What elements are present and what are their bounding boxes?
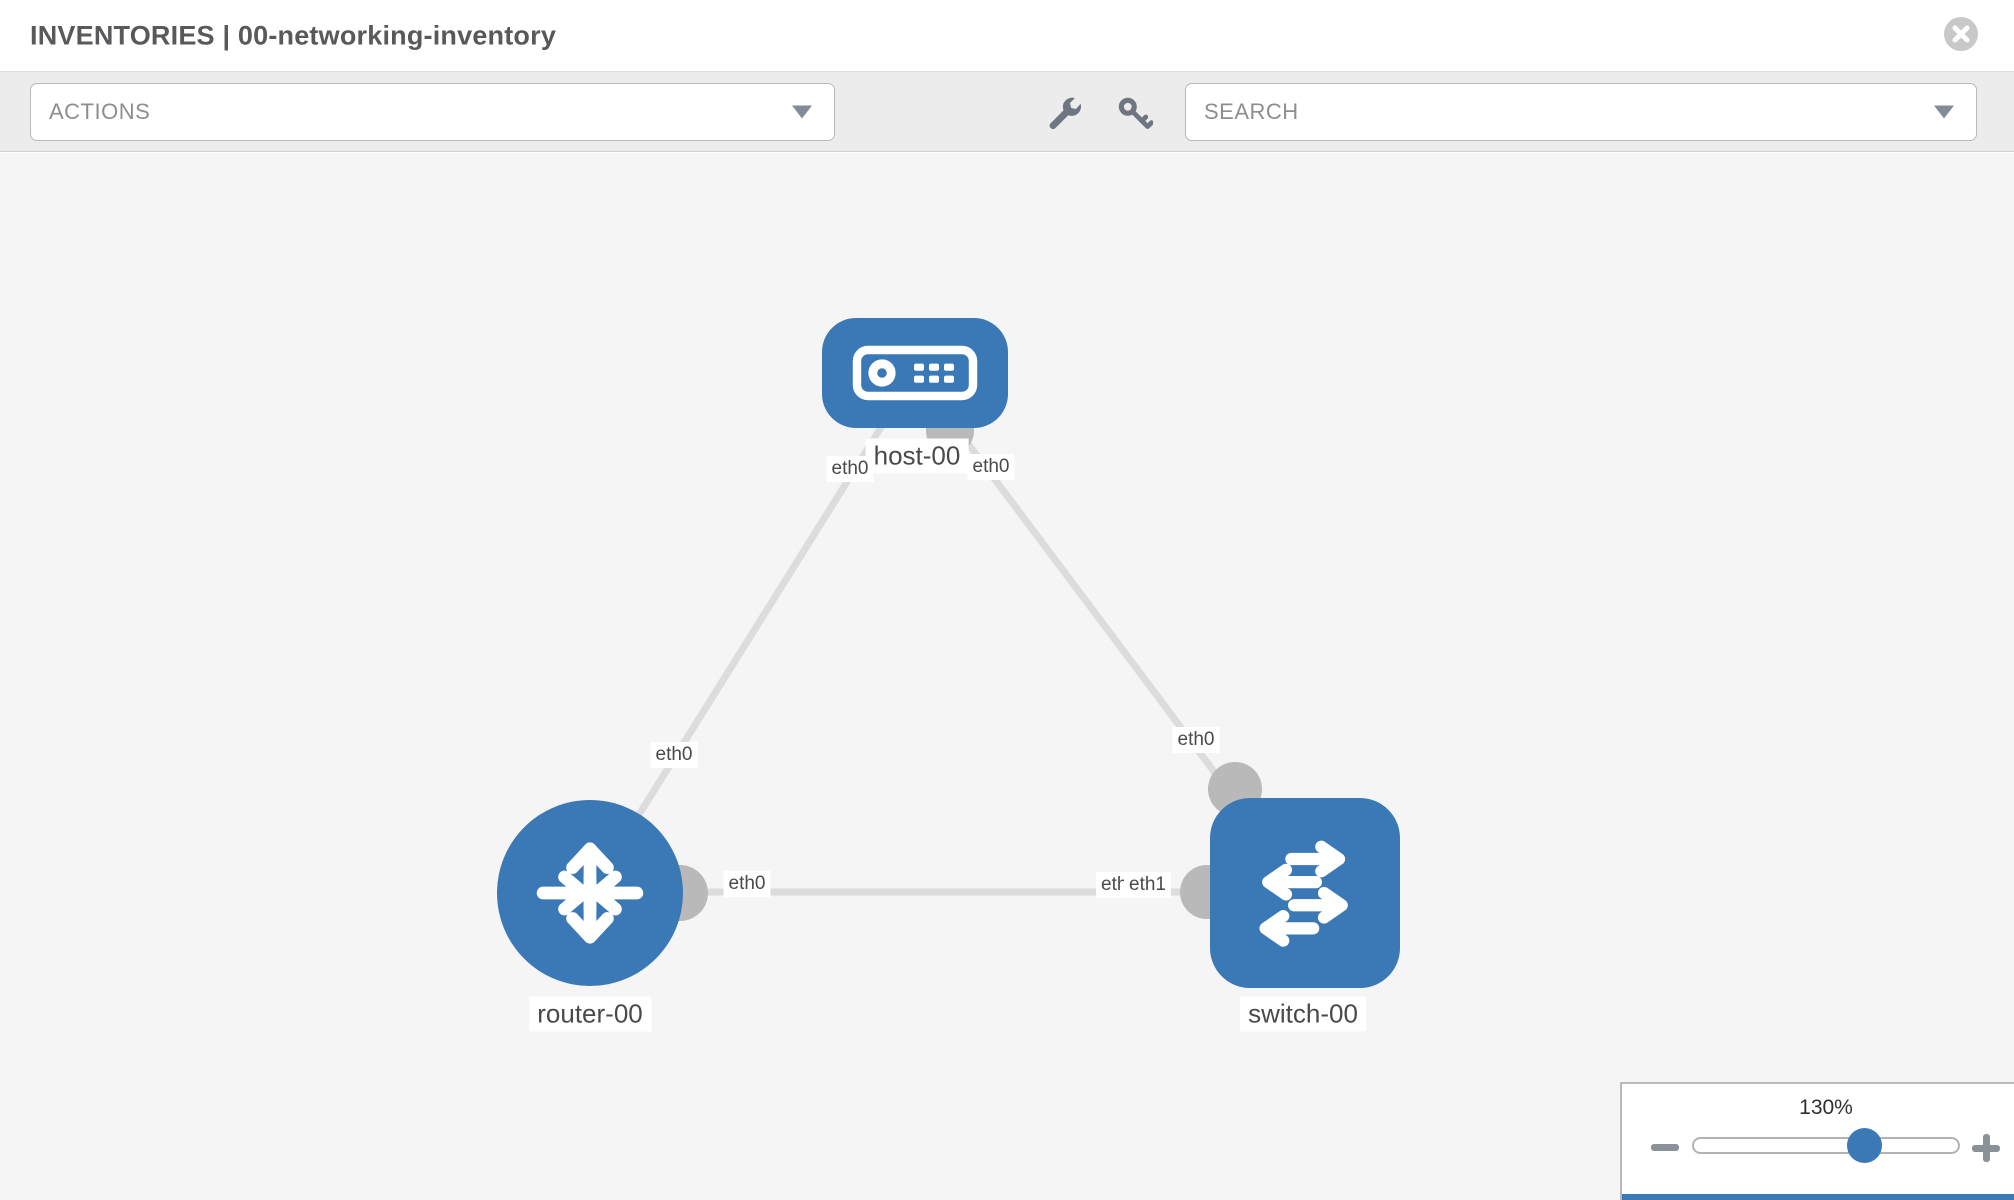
chevron-down-icon bbox=[1934, 105, 1954, 119]
if-label-host-right: eth0 bbox=[967, 454, 1015, 480]
node-router-00[interactable] bbox=[497, 800, 683, 986]
if-label-host-left: eth0 bbox=[826, 456, 874, 482]
header: INVENTORIES | 00-networking-inventory bbox=[0, 0, 2014, 71]
zoom-out-button[interactable] bbox=[1651, 1134, 1679, 1151]
search-placeholder: SEARCH bbox=[1204, 99, 1299, 124]
minus-icon bbox=[1651, 1144, 1679, 1151]
plus-icon bbox=[1972, 1134, 2000, 1162]
node-host-00[interactable] bbox=[822, 318, 1008, 428]
zoom-slider-handle[interactable] bbox=[1847, 1128, 1882, 1163]
chevron-down-icon bbox=[792, 105, 812, 119]
toolbar: ACTIONS SEARCH bbox=[0, 71, 2014, 152]
close-x-glyph bbox=[1952, 25, 1970, 43]
switch-icon bbox=[1259, 840, 1348, 947]
search-dropdown[interactable]: SEARCH bbox=[1185, 83, 1977, 141]
label-switch-00: switch-00 bbox=[1240, 996, 1366, 1032]
router-icon bbox=[536, 842, 644, 944]
zoom-level: 130% bbox=[1799, 1096, 1853, 1119]
label-router-00: router-00 bbox=[529, 996, 651, 1032]
topology-canvas[interactable]: host-00 router-00 switch-00 eth0 eth0 et… bbox=[0, 153, 2014, 1200]
key-icon[interactable] bbox=[1117, 96, 1153, 132]
bottom-blue-bar bbox=[1622, 1194, 2014, 1200]
page-title: INVENTORIES | 00-networking-inventory bbox=[30, 20, 557, 50]
label-host-00: host-00 bbox=[865, 438, 969, 474]
zoom-slider-track[interactable] bbox=[1692, 1137, 1960, 1154]
close-icon[interactable] bbox=[1944, 17, 1978, 51]
zoom-in-button[interactable] bbox=[1972, 1134, 2000, 1162]
network-links bbox=[587, 370, 1308, 921]
zoom-panel: 130% bbox=[1620, 1082, 2014, 1200]
actions-dropdown[interactable]: ACTIONS bbox=[30, 83, 835, 141]
host-icon bbox=[852, 345, 978, 401]
if-label-router-eth0: eth0 bbox=[723, 871, 771, 897]
if-label-switch-top: eth0 bbox=[1172, 727, 1220, 753]
actions-dropdown-label: ACTIONS bbox=[49, 99, 151, 124]
node-switch-00[interactable] bbox=[1210, 798, 1400, 988]
wrench-icon[interactable] bbox=[1047, 96, 1083, 132]
if-label-link-mid: eth0 bbox=[650, 742, 698, 768]
if-label-switch-eth1: eth1 bbox=[1124, 872, 1171, 898]
